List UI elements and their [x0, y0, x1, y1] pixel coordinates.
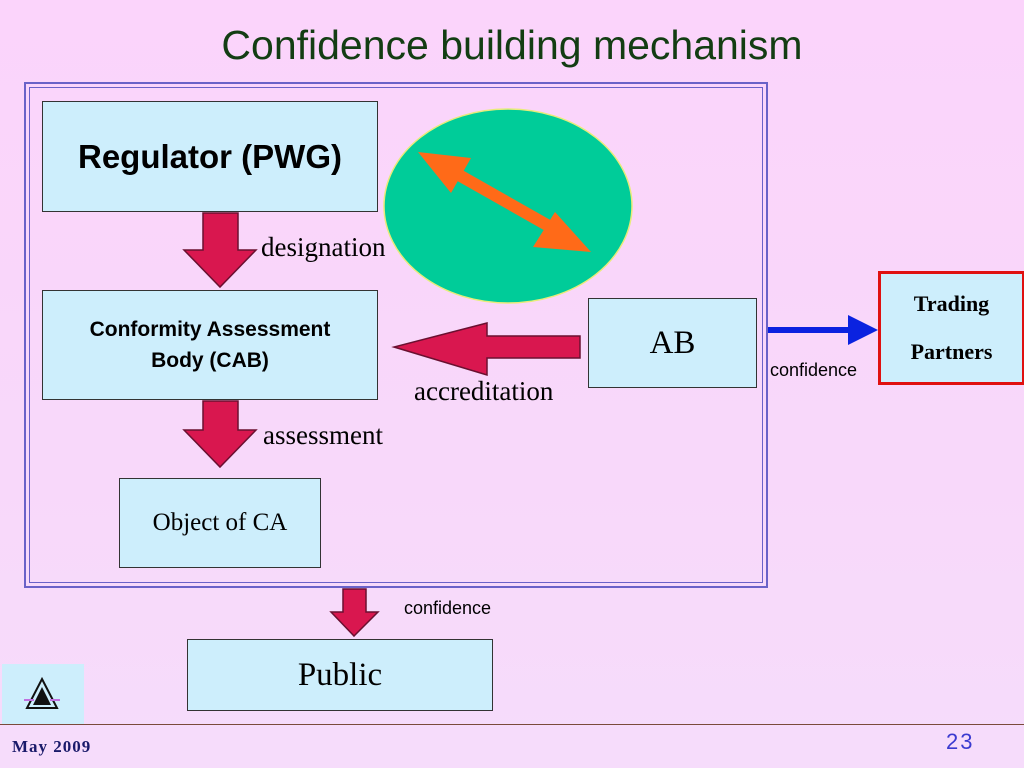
cab-label-line1: Conformity Assessment — [89, 318, 331, 341]
trading-label-line2: Partners — [910, 339, 993, 364]
assessment-arrow — [182, 400, 258, 469]
trading-label-line1: Trading — [913, 291, 990, 316]
footer-date: May 2009 — [12, 737, 92, 756]
designation-label: designation — [261, 232, 386, 262]
object-box: Object of CA — [119, 478, 321, 568]
trading-partners-box: Trading Partners — [878, 271, 1024, 385]
footer-divider — [0, 724, 1024, 725]
cab-box: Conformity Assessment Body (CAB) — [42, 290, 378, 400]
double-arrow-icon — [418, 152, 591, 252]
cab-label-line2: Body (CAB) — [151, 349, 269, 372]
system-frame-outer — [24, 82, 768, 588]
public-label: Public — [297, 656, 383, 693]
page-number: 23 — [946, 729, 975, 754]
regulator-label: Regulator (PWG) — [78, 137, 342, 175]
confidence-trading-label: confidence — [770, 360, 858, 380]
slide-title: Confidence building mechanism — [221, 22, 803, 68]
accreditation-arrow — [391, 322, 581, 377]
ab-label: AB — [649, 324, 696, 361]
ab-box: AB — [588, 298, 757, 388]
accreditation-label: accreditation — [414, 376, 554, 406]
designation-arrow — [182, 212, 258, 289]
confidence-public-arrow — [329, 588, 380, 638]
tower-logo-icon — [2, 664, 84, 724]
system-frame-inner — [29, 87, 763, 583]
confidence-trading-arrow — [768, 315, 878, 345]
public-box: Public — [187, 639, 493, 711]
confidence-public-label: confidence — [404, 598, 492, 618]
assessment-label: assessment — [263, 420, 383, 450]
object-label: Object of CA — [152, 509, 288, 536]
regulator-box: Regulator (PWG) — [42, 101, 378, 212]
